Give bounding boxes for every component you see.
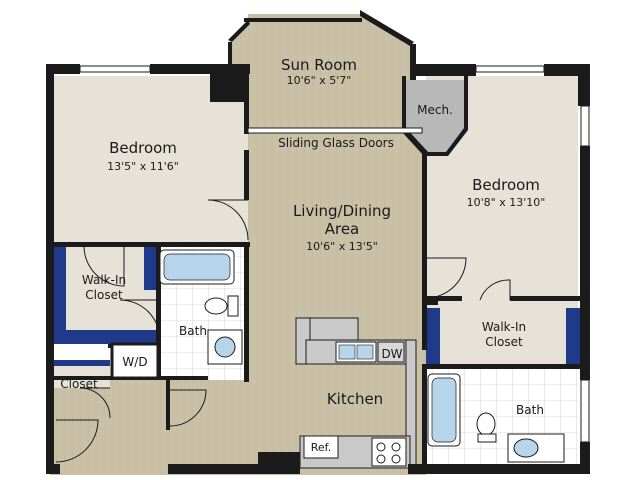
sun-room-floor xyxy=(248,14,410,132)
dw-label: DW xyxy=(381,347,402,361)
closet-label: Closet xyxy=(60,377,98,391)
living-dims: 10'6" x 13'5" xyxy=(306,240,378,253)
bath-right-label: Bath xyxy=(516,403,544,417)
toilet-left xyxy=(204,297,228,315)
fixtures xyxy=(110,249,565,467)
walkin-left-line1: Walk-In xyxy=(82,273,126,287)
bedroom-right-name: Bedroom xyxy=(472,176,540,194)
walkin-right-line1: Walk-In xyxy=(482,320,526,334)
bedroom-left-name: Bedroom xyxy=(109,139,177,157)
walkin-right-line2: Closet xyxy=(485,335,523,349)
closet-walls xyxy=(50,246,580,368)
bedroom-right-dims: 10'8" x 13'10" xyxy=(467,196,546,209)
floors xyxy=(50,14,578,475)
living-name-line1: Living/Dining xyxy=(293,202,391,220)
bedroom-left-dims: 13'5" x 11'6" xyxy=(107,160,179,173)
walkin-right-floor xyxy=(438,308,574,368)
labels: Sun Room 10'6" x 5'7" Sliding Glass Door… xyxy=(60,56,545,454)
sun-room-dims: 10'6" x 5'7" xyxy=(287,74,352,87)
walkin-left-floor xyxy=(52,246,156,342)
wd-label: W/D xyxy=(122,355,147,369)
living-dining-floor xyxy=(248,132,426,342)
ref-label: Ref. xyxy=(311,441,332,454)
sliding-doors-label: Sliding Glass Doors xyxy=(278,136,394,150)
bedroom-left-floor xyxy=(50,76,248,246)
toilet-right xyxy=(476,412,496,436)
kitchen-name: Kitchen xyxy=(327,390,383,408)
dishwasher xyxy=(377,341,405,363)
mech-label: Mech. xyxy=(417,103,453,117)
living-name-line2: Area xyxy=(325,220,360,238)
walls xyxy=(46,10,590,474)
bath-left-label: Bath xyxy=(179,324,207,338)
range xyxy=(371,437,407,467)
washer-dryer xyxy=(110,342,160,380)
sun-room-name: Sun Room xyxy=(281,56,357,74)
windows xyxy=(79,65,590,443)
walkin-left-line2: Closet xyxy=(85,288,123,302)
mech-floor xyxy=(404,80,466,154)
doors xyxy=(55,199,511,463)
refrigerator xyxy=(303,435,339,459)
